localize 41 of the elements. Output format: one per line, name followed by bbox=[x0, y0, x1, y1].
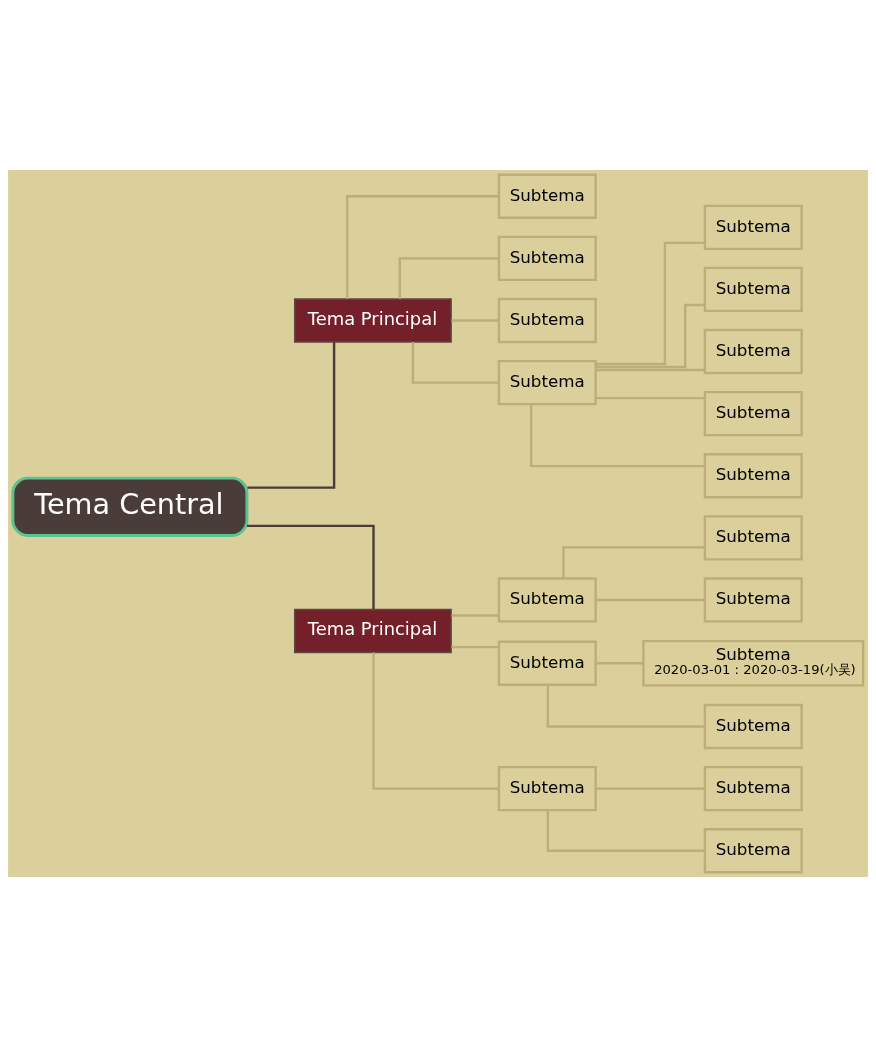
node-box: Subtema bbox=[703, 514, 803, 561]
node-box: Subtema bbox=[703, 576, 803, 623]
connector bbox=[411, 341, 499, 384]
node-box: Subtema bbox=[703, 452, 803, 498]
connector bbox=[247, 524, 375, 609]
connector bbox=[398, 256, 499, 299]
node-box: Subtema bbox=[703, 204, 803, 250]
connector bbox=[346, 194, 499, 299]
connector bbox=[595, 303, 705, 368]
node-box: Tema Principal bbox=[293, 608, 452, 653]
node-box: Subtema bbox=[497, 765, 597, 811]
connector bbox=[596, 396, 705, 399]
connector bbox=[546, 684, 705, 728]
connector bbox=[596, 368, 705, 371]
node-box: Subtema bbox=[703, 827, 803, 873]
connector bbox=[372, 652, 499, 790]
connector bbox=[247, 341, 336, 489]
node-box: Tema Principal bbox=[293, 297, 452, 343]
connector bbox=[451, 613, 499, 617]
node-box: Subtema bbox=[497, 235, 597, 281]
connector bbox=[596, 661, 644, 664]
node-box: Subtema 2020-03-01 : 2020-03-19(小吴) bbox=[642, 639, 865, 686]
connector bbox=[546, 809, 705, 852]
node-box: Subtema bbox=[497, 359, 597, 405]
node-box: Subtema bbox=[703, 328, 803, 374]
connector bbox=[451, 645, 499, 648]
node-box: Subtema bbox=[497, 576, 597, 623]
node-box: Tema Central bbox=[11, 476, 249, 537]
node-box: Subtema bbox=[703, 390, 803, 436]
node-box: Subtema bbox=[497, 173, 597, 219]
node-box: Subtema bbox=[497, 297, 597, 343]
connector bbox=[596, 598, 705, 601]
connector bbox=[562, 545, 705, 578]
node-box: Subtema bbox=[703, 765, 803, 811]
connector bbox=[451, 318, 499, 322]
connector bbox=[595, 241, 705, 365]
connector bbox=[529, 403, 705, 467]
node-box: Subtema bbox=[497, 640, 597, 686]
node-box: Subtema bbox=[703, 266, 803, 312]
node-box: Subtema bbox=[703, 703, 803, 749]
connector bbox=[596, 786, 705, 790]
